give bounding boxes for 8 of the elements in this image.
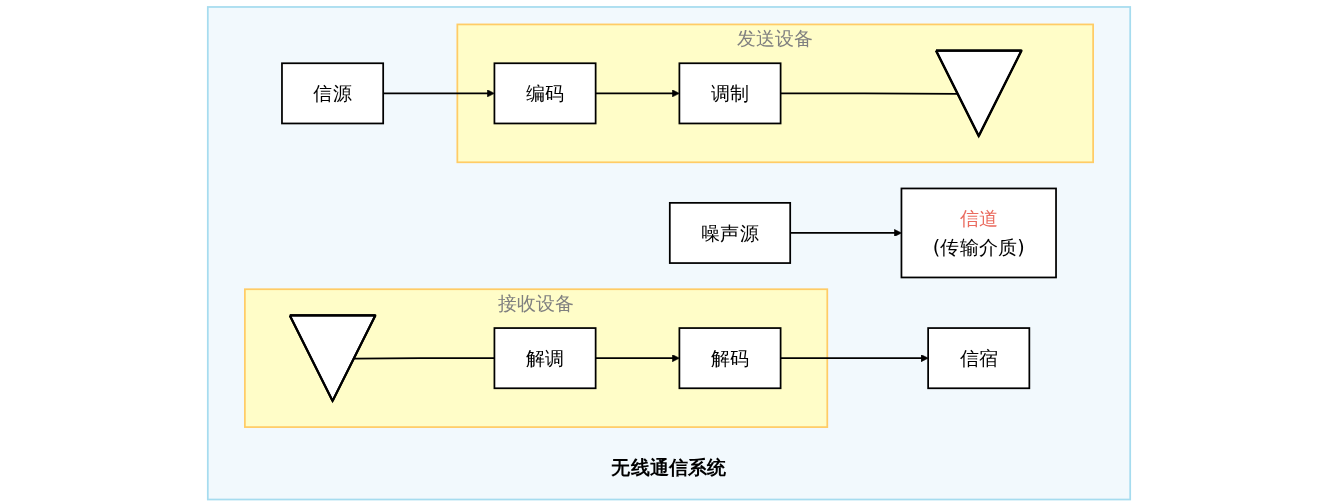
node-box: 信道 (传输介质): [900, 187, 1057, 279]
node-box: 编码: [493, 62, 597, 125]
node-box: 信源: [281, 62, 385, 125]
node-box: 解码: [678, 327, 782, 390]
node-box: 调制: [678, 62, 782, 125]
node-box: 信宿: [927, 327, 1031, 390]
node-box: 解调: [493, 327, 597, 390]
node-box: 噪声源: [668, 202, 792, 264]
